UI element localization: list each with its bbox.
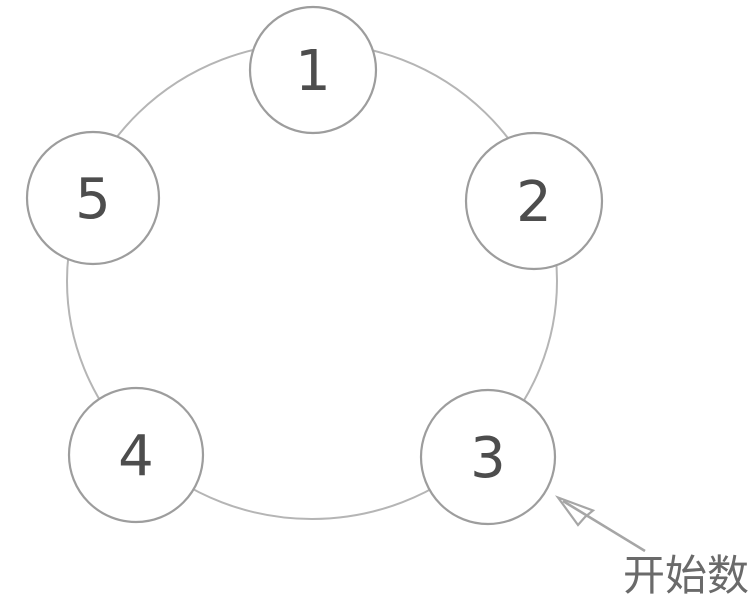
- node-2: 2: [464, 131, 604, 271]
- node-1: 1: [248, 5, 378, 135]
- node-4-circle: [67, 386, 205, 524]
- arrow-pointer-icon: [554, 495, 646, 553]
- arrow-shaft: [562, 499, 646, 553]
- arrow-head: [554, 495, 596, 527]
- node-3-label: 3: [470, 426, 506, 491]
- node-3: 3: [419, 388, 557, 526]
- node-5-circle: [25, 130, 161, 266]
- annotation-start-counting: 开始数: [623, 551, 749, 600]
- node-4: 4: [67, 386, 205, 524]
- node-1-label: 1: [295, 39, 331, 104]
- node-5-label: 5: [75, 167, 111, 232]
- node-3-circle: [419, 388, 557, 526]
- node-4-label: 4: [118, 424, 154, 489]
- node-2-label: 2: [516, 170, 552, 235]
- node-1-circle: [248, 5, 378, 135]
- node-2-circle: [464, 131, 604, 271]
- node-5: 5: [25, 130, 161, 266]
